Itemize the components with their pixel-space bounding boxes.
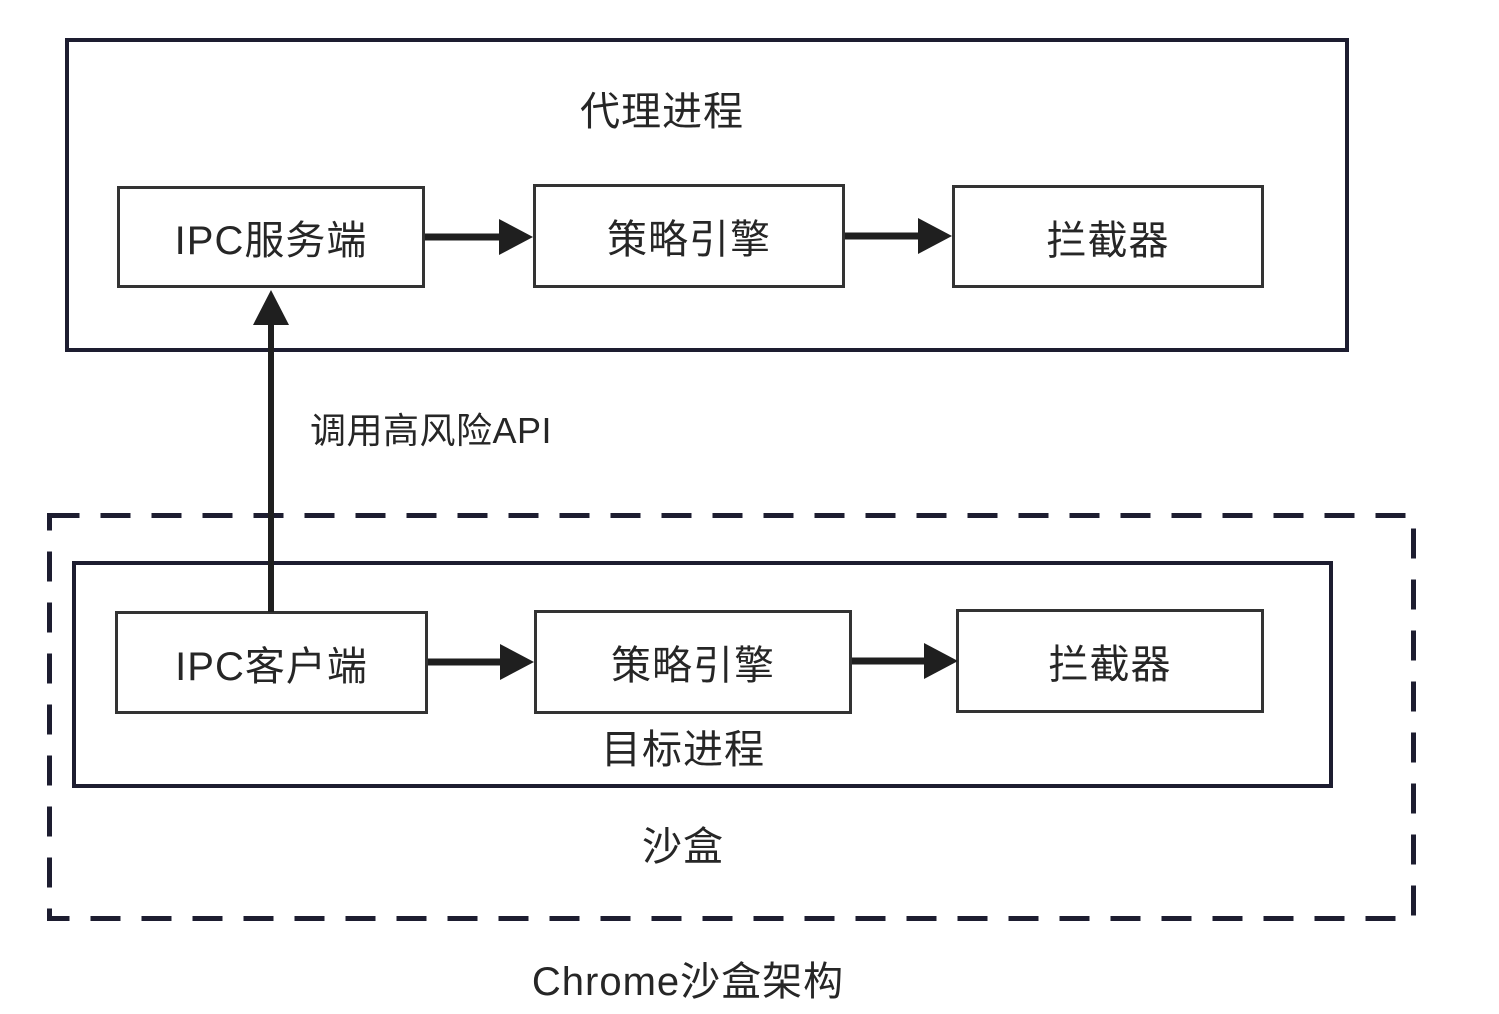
- node-policy-engine-top-label: 策略引擎: [607, 218, 771, 262]
- target-process-title: 目标进程: [601, 728, 765, 772]
- node-policy-engine-bottom-label: 策略引擎: [611, 644, 775, 688]
- target-process-frame: [72, 561, 1333, 788]
- node-ipc-client: IPC客户端: [115, 611, 428, 714]
- node-interceptor-top-label: 拦截器: [1046, 218, 1170, 263]
- diagram-caption: Chrome沙盒架构: [531, 960, 845, 1004]
- agent-process-frame: [65, 38, 1349, 352]
- node-interceptor-top: 拦截器: [952, 185, 1264, 288]
- agent-process-title: 代理进程: [580, 90, 744, 134]
- node-policy-engine-bottom: 策略引擎: [534, 610, 852, 714]
- node-interceptor-bottom: 拦截器: [956, 609, 1264, 713]
- node-ipc-server: IPC服务端: [117, 186, 425, 288]
- node-ipc-client-label: IPC客户端: [175, 644, 368, 689]
- node-ipc-server-label: IPC服务端: [174, 219, 368, 263]
- node-interceptor-bottom-label: 拦截器: [1048, 643, 1172, 687]
- sandbox-dashed-frame: [47, 513, 1416, 921]
- sandbox-label: 沙盒: [642, 825, 724, 869]
- edge-label-high-risk-api: 调用高风险API: [310, 410, 553, 451]
- node-policy-engine-top: 策略引擎: [533, 184, 845, 288]
